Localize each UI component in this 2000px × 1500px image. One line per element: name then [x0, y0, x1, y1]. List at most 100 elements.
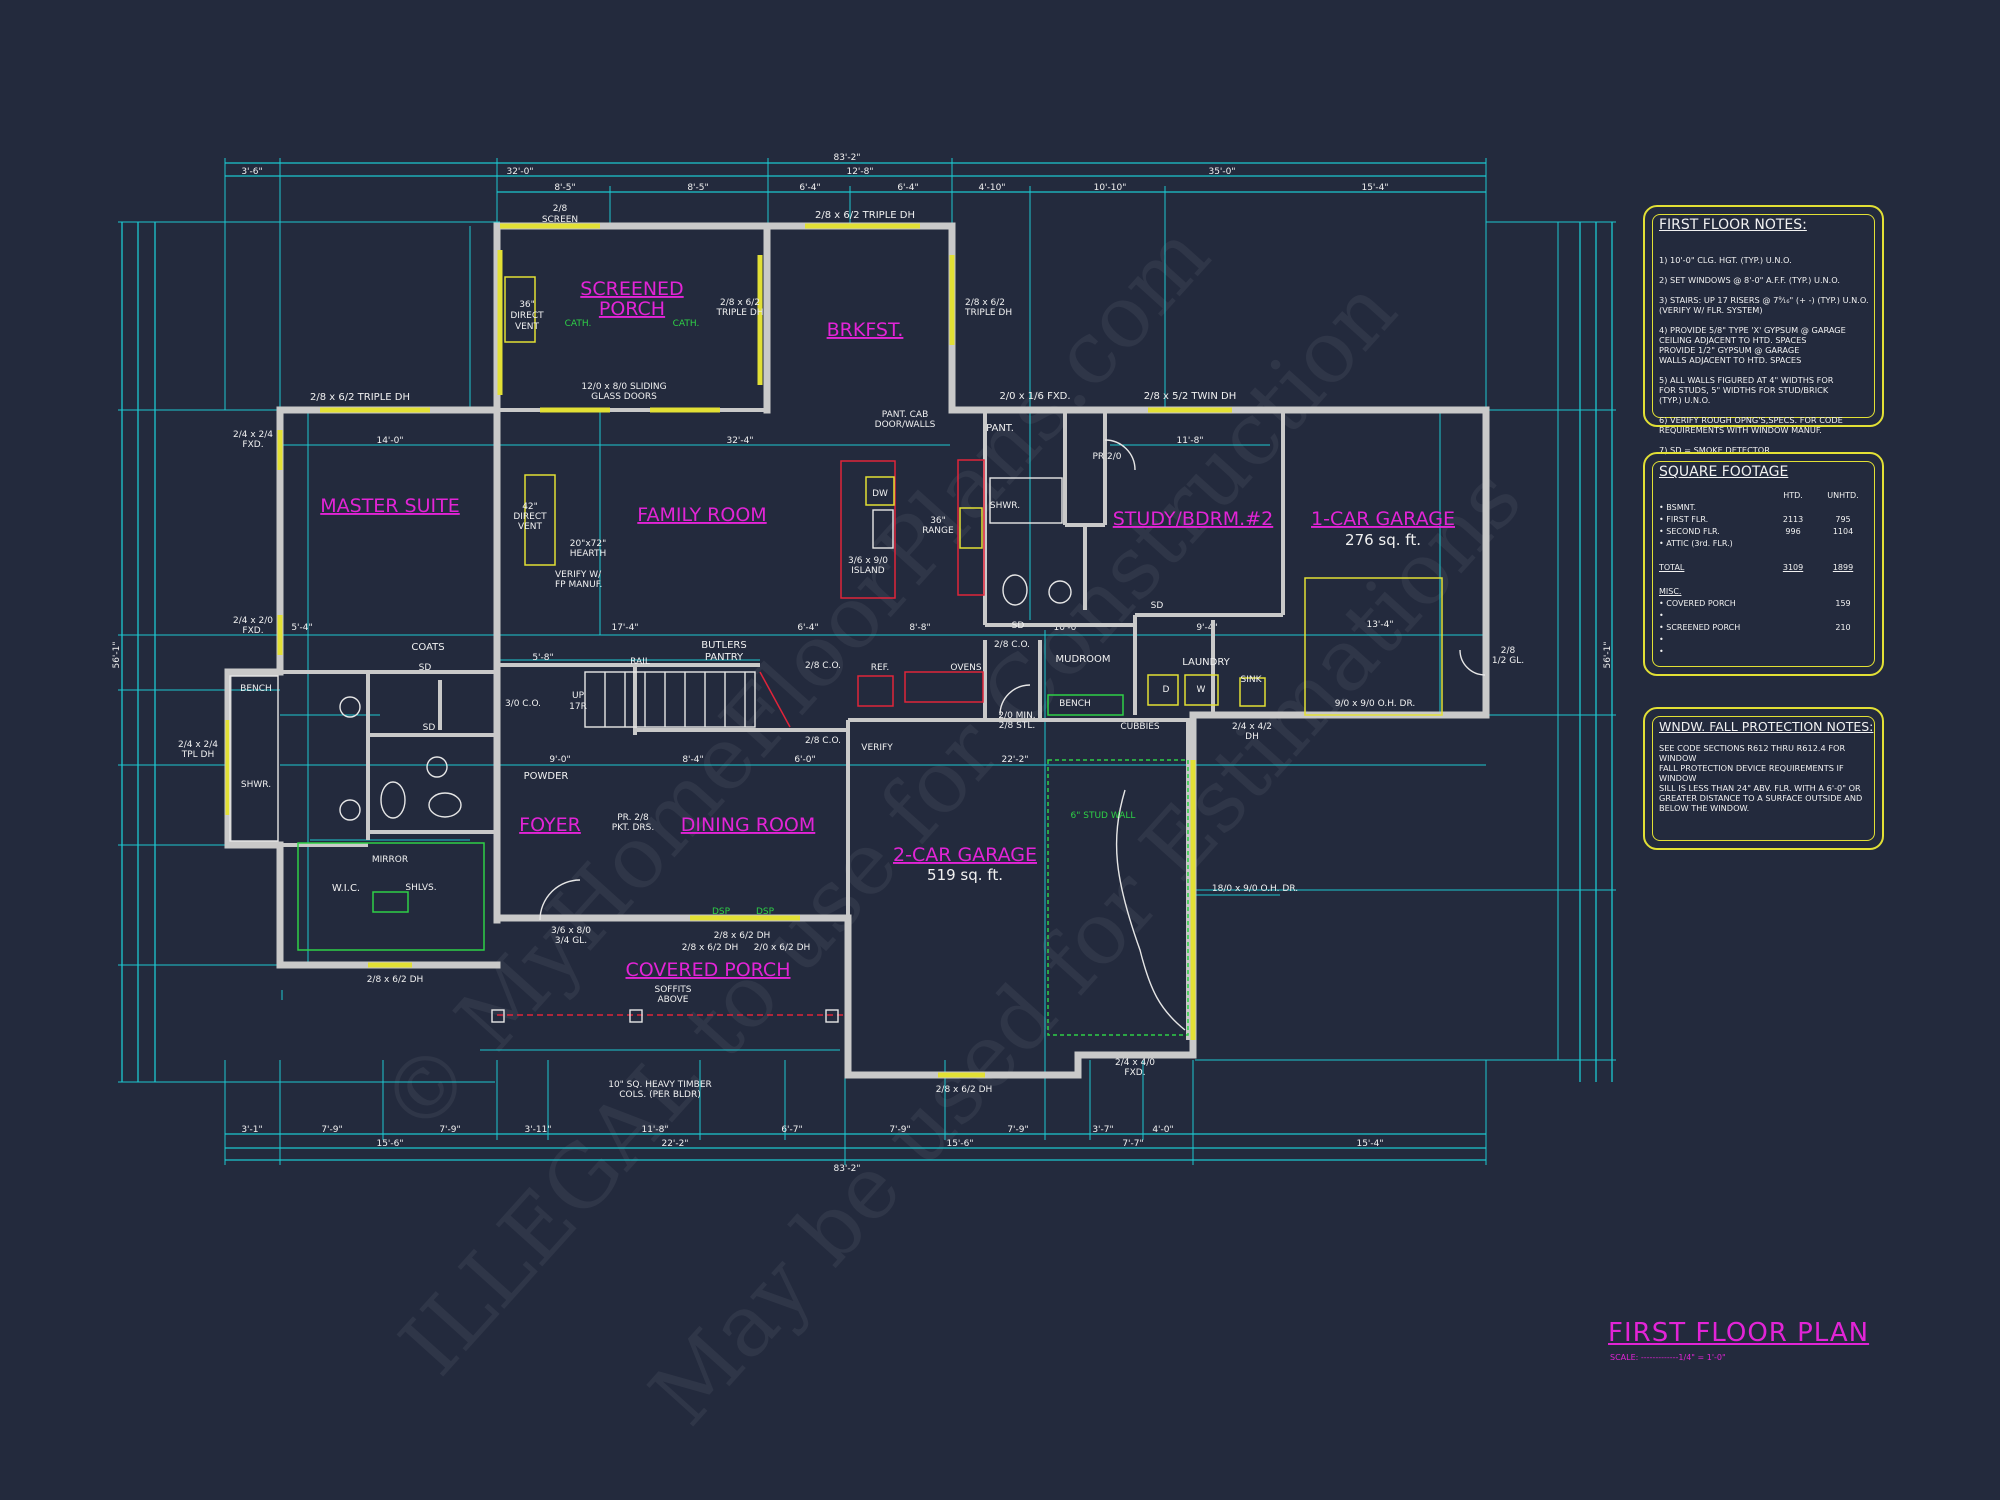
label-dh-2442-2: DH — [1245, 732, 1259, 742]
label-gl-12-1: 2/8 — [1501, 646, 1516, 656]
room-family-room: FAMILY ROOM — [637, 504, 766, 526]
note-item: 2) SET WINDOWS @ 8'-0" A.F.F. (TYP.) U.N… — [1659, 275, 1840, 285]
label-oh-dr-18: 18/0 x 9/0 O.H. DR. — [1212, 884, 1298, 894]
square-footage-title: SQUARE FOOTAGE — [1659, 464, 1789, 480]
dim-interior-10: 9'-4" — [1196, 623, 1217, 633]
label-island-2: ISLAND — [851, 566, 884, 576]
room-brkfst: BRKFST. — [827, 319, 904, 341]
dim-left-total: 56'-1" — [112, 641, 122, 668]
square-footage-header: HTD. UNHTD. — [1659, 490, 1868, 502]
label-verify-fp-1: VERIFY W/ — [555, 570, 602, 580]
label-pant: PANT. — [986, 423, 1014, 434]
table-row: • BSMNT. — [1659, 503, 1697, 512]
label-dv-porch-1: 36" — [519, 300, 535, 310]
annotations: 2/8 SCREEN 2/8 x 6/2 TRIPLE DH 2/8 x 6/2… — [178, 204, 1524, 1100]
dim-top-row3-4: 6'-4" — [897, 183, 918, 193]
label-stl-2: 2/8 STL. — [999, 721, 1035, 731]
label-sd-1: SD — [419, 663, 432, 673]
dim-bottom-2: 7'-9" — [321, 1125, 342, 1135]
label-sd-2: SD — [1012, 621, 1025, 631]
label-tpl-dh-2: TPL DH — [181, 750, 215, 760]
dim-top-row3-6: 10'-10" — [1094, 183, 1127, 193]
label-gl-34-1: 3/6 x 8/0 — [551, 926, 591, 936]
label-hearth-2: HEARTH — [570, 549, 606, 559]
label-laundry: LAUNDRY — [1182, 657, 1230, 668]
label-sliding-1: 12/0 x 8/0 SLIDING — [581, 382, 666, 392]
note-item: 4) PROVIDE 5/8" TYPE 'X' GYPSUM @ GARAGE… — [1659, 325, 1846, 365]
label-dv-porch-2: DIRECT — [510, 311, 544, 321]
label-washer: W — [1197, 685, 1206, 695]
label-co-310: 3/0 C.O. — [505, 699, 541, 709]
col-unhtd: UNHTD. — [1827, 491, 1859, 500]
dim-interior-4: 13'-4" — [1366, 620, 1393, 630]
dim-bottom-row2-4: 7'-7" — [1122, 1139, 1143, 1149]
dimension-lines — [118, 158, 1616, 1165]
label-cath-2: CATH. — [673, 319, 700, 329]
label-range-2: RANGE — [922, 526, 954, 536]
label-fxd-2410-1: 2/4 x 2/0 — [233, 616, 273, 626]
fall-protection-notes-panel: WNDW. FALL PROTECTION NOTES: SEE CODE SE… — [1643, 707, 1884, 850]
dim-bottom-5: 11'-8" — [641, 1125, 668, 1135]
label-verify-fp-2: FP MANUF. — [555, 580, 602, 590]
label-mirror: MIRROR — [372, 855, 408, 865]
label-mudroom: MUDROOM — [1056, 654, 1111, 665]
note-item: 6) VERIFY ROUGH OPNG'S,SPECS. FOR CODE R… — [1659, 415, 1843, 435]
label-dv-fam-1: 42" — [522, 502, 538, 512]
room-garage-2: 2-CAR GARAGE — [893, 844, 1037, 866]
note-item: 1) 10'-0" CLG. HGT. (TYP.) U.N.O. — [1659, 255, 1792, 265]
label-timber-2: COLS. (PER BLDR) — [619, 1090, 700, 1100]
label-wic: W.I.C. — [332, 883, 360, 894]
dim-top-4: 35'-0" — [1208, 167, 1235, 177]
label-twin-dh: 2/8 x 5/2 TWIN DH — [1144, 391, 1236, 402]
label-bench-mud: BENCH — [1059, 699, 1091, 709]
label-fxd-2440-1: 2/4 x 4/0 — [1115, 1058, 1155, 1068]
dim-top-row3-1: 8'-5" — [554, 183, 575, 193]
label-shlvs: SHLVS. — [405, 883, 436, 893]
room-garage-1: 1-CAR GARAGE — [1311, 508, 1455, 530]
dim-interior-3: 11'-8" — [1176, 436, 1203, 446]
dim-right-total: 56'-1" — [1603, 641, 1613, 668]
label-triple-dh-porch-2: TRIPLE DH — [715, 308, 763, 318]
label-island-1: 3/6 x 9/0 — [848, 556, 888, 566]
dim-top-total: 83'-2" — [833, 153, 860, 163]
label-fxd-2414-2: FXD. — [242, 440, 263, 450]
label-hearth-1: 20"x72" — [570, 539, 607, 549]
label-pr28-2: PKT. DRS. — [612, 823, 655, 833]
label-butlers-1: BUTLERS — [701, 640, 746, 651]
label-fxd-2440-2: FXD. — [1124, 1068, 1145, 1078]
dim-bottom-9: 3'-7" — [1092, 1125, 1113, 1135]
label-triple-dh-master: 2/8 x 6/2 TRIPLE DH — [310, 392, 410, 403]
label-timber-1: 10" SQ. HEAVY TIMBER — [608, 1080, 712, 1090]
label-shwr-main: SHWR. — [990, 501, 1020, 511]
dim-interior-12: 9'-0" — [549, 755, 570, 765]
note-item: 5) ALL WALLS FIGURED AT 4" WIDTHS FOR FO… — [1659, 375, 1834, 405]
label-pant-cab-2: DOOR/WALLS — [875, 420, 936, 430]
label-cath-1: CATH. — [565, 319, 592, 329]
table-row — [1659, 574, 1868, 586]
dim-top-row3-5: 4'-10" — [978, 183, 1005, 193]
label-dv-porch-3: VENT — [515, 322, 540, 332]
table-row — [1659, 550, 1868, 562]
dim-top-row3-7: 15'-4" — [1361, 183, 1388, 193]
label-gl-34-2: 3/4 GL. — [555, 936, 587, 946]
label-tpl-dh-1: 2/4 x 2/4 — [178, 740, 218, 750]
square-footage-frame — [1652, 461, 1875, 667]
label-soffits-2: ABOVE — [658, 995, 689, 1005]
label-dh-garage-bot: 2/8 x 6/2 DH — [936, 1085, 993, 1095]
dim-interior-6: 17'-4" — [611, 623, 638, 633]
windows — [225, 223, 1232, 1078]
room-screened-porch-line1: SCREENED — [580, 278, 683, 300]
dim-interior-5: 22'-2" — [1001, 755, 1028, 765]
table-row: • ATTIC (3rd. FLR.) — [1659, 539, 1733, 548]
label-screen-2: SCREEN — [542, 215, 578, 225]
label-sink: SINK — [1240, 675, 1262, 685]
label-pr28-1: PR. 2/8 — [617, 813, 649, 823]
label-range-1: 36" — [930, 516, 946, 526]
table-row: • — [1659, 635, 1664, 644]
room-screened-porch-line2: PORCH — [599, 298, 665, 320]
label-shwr-master: SHWR. — [241, 780, 271, 790]
dim-top-1: 3'-6" — [241, 167, 262, 177]
